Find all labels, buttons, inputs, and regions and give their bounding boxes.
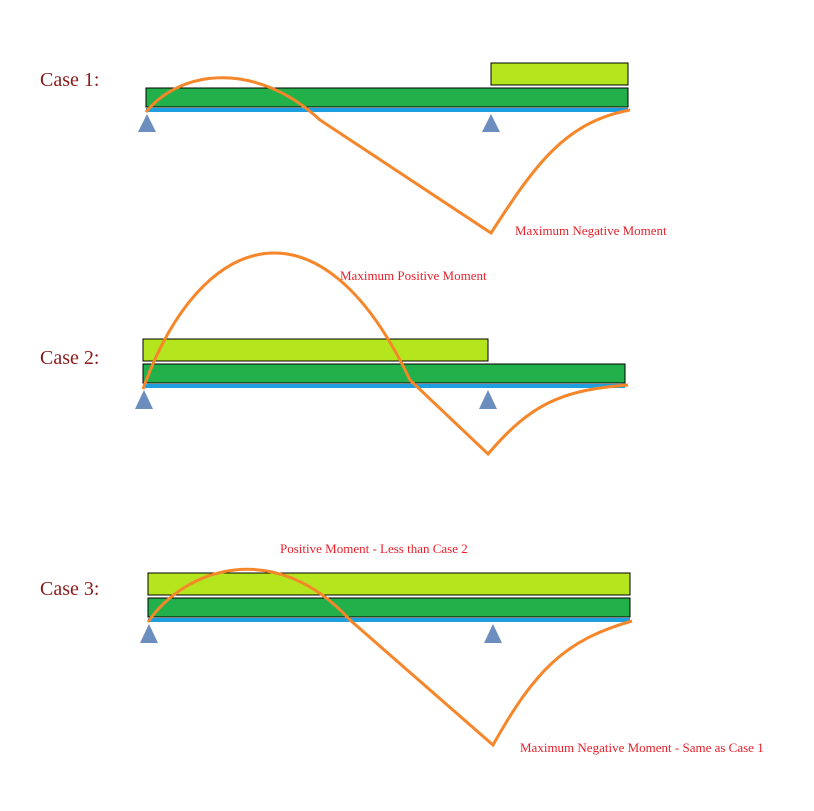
- case-2: Maximum Positive Moment Case 2:: [40, 251, 629, 457]
- case-3-label: Case 3:: [40, 578, 99, 600]
- case-1-left-support-icon: [138, 114, 156, 132]
- case-2-label: Case 2:: [40, 347, 99, 369]
- case-1-beam: [146, 108, 628, 112]
- case-1-annotation-max-negative-moment: Maximum Negative Moment: [515, 223, 667, 238]
- case-3: Positive Moment - Less than Case 2 Case …: [40, 541, 764, 755]
- case-1-label: Case 1:: [40, 69, 99, 91]
- case-2-annotation-max-positive-moment: Maximum Positive Moment: [340, 268, 487, 283]
- case-2-moment-curve: [141, 251, 629, 457]
- case-3-beam: [148, 618, 630, 622]
- case-1-dead-load: [145, 87, 629, 108]
- case-3-annotation-max-negative-moment: Maximum Negative Moment - Same as Case 1: [520, 740, 764, 755]
- case-3-middle-support-icon: [484, 624, 502, 643]
- case-1-live-load-right-span: [490, 62, 629, 86]
- case-2-middle-support-icon: [479, 390, 497, 409]
- case-2-left-support-icon: [135, 390, 153, 409]
- case-3-live-load-full-span: [147, 572, 631, 596]
- case-2-live-load-left-span: [142, 338, 489, 362]
- case-1: Case 1: Maximum Negative Moment: [40, 62, 667, 238]
- case-2-dead-load: [142, 363, 626, 384]
- case-2-beam: [143, 384, 625, 388]
- case-3-left-support-icon: [140, 624, 158, 643]
- case-1-moment-curve: [144, 76, 631, 236]
- case-3-annotation-positive-moment: Positive Moment - Less than Case 2: [280, 541, 468, 556]
- case-1-middle-support-icon: [482, 114, 500, 132]
- case-3-moment-curve: [146, 567, 633, 748]
- case-3-dead-load: [147, 597, 631, 618]
